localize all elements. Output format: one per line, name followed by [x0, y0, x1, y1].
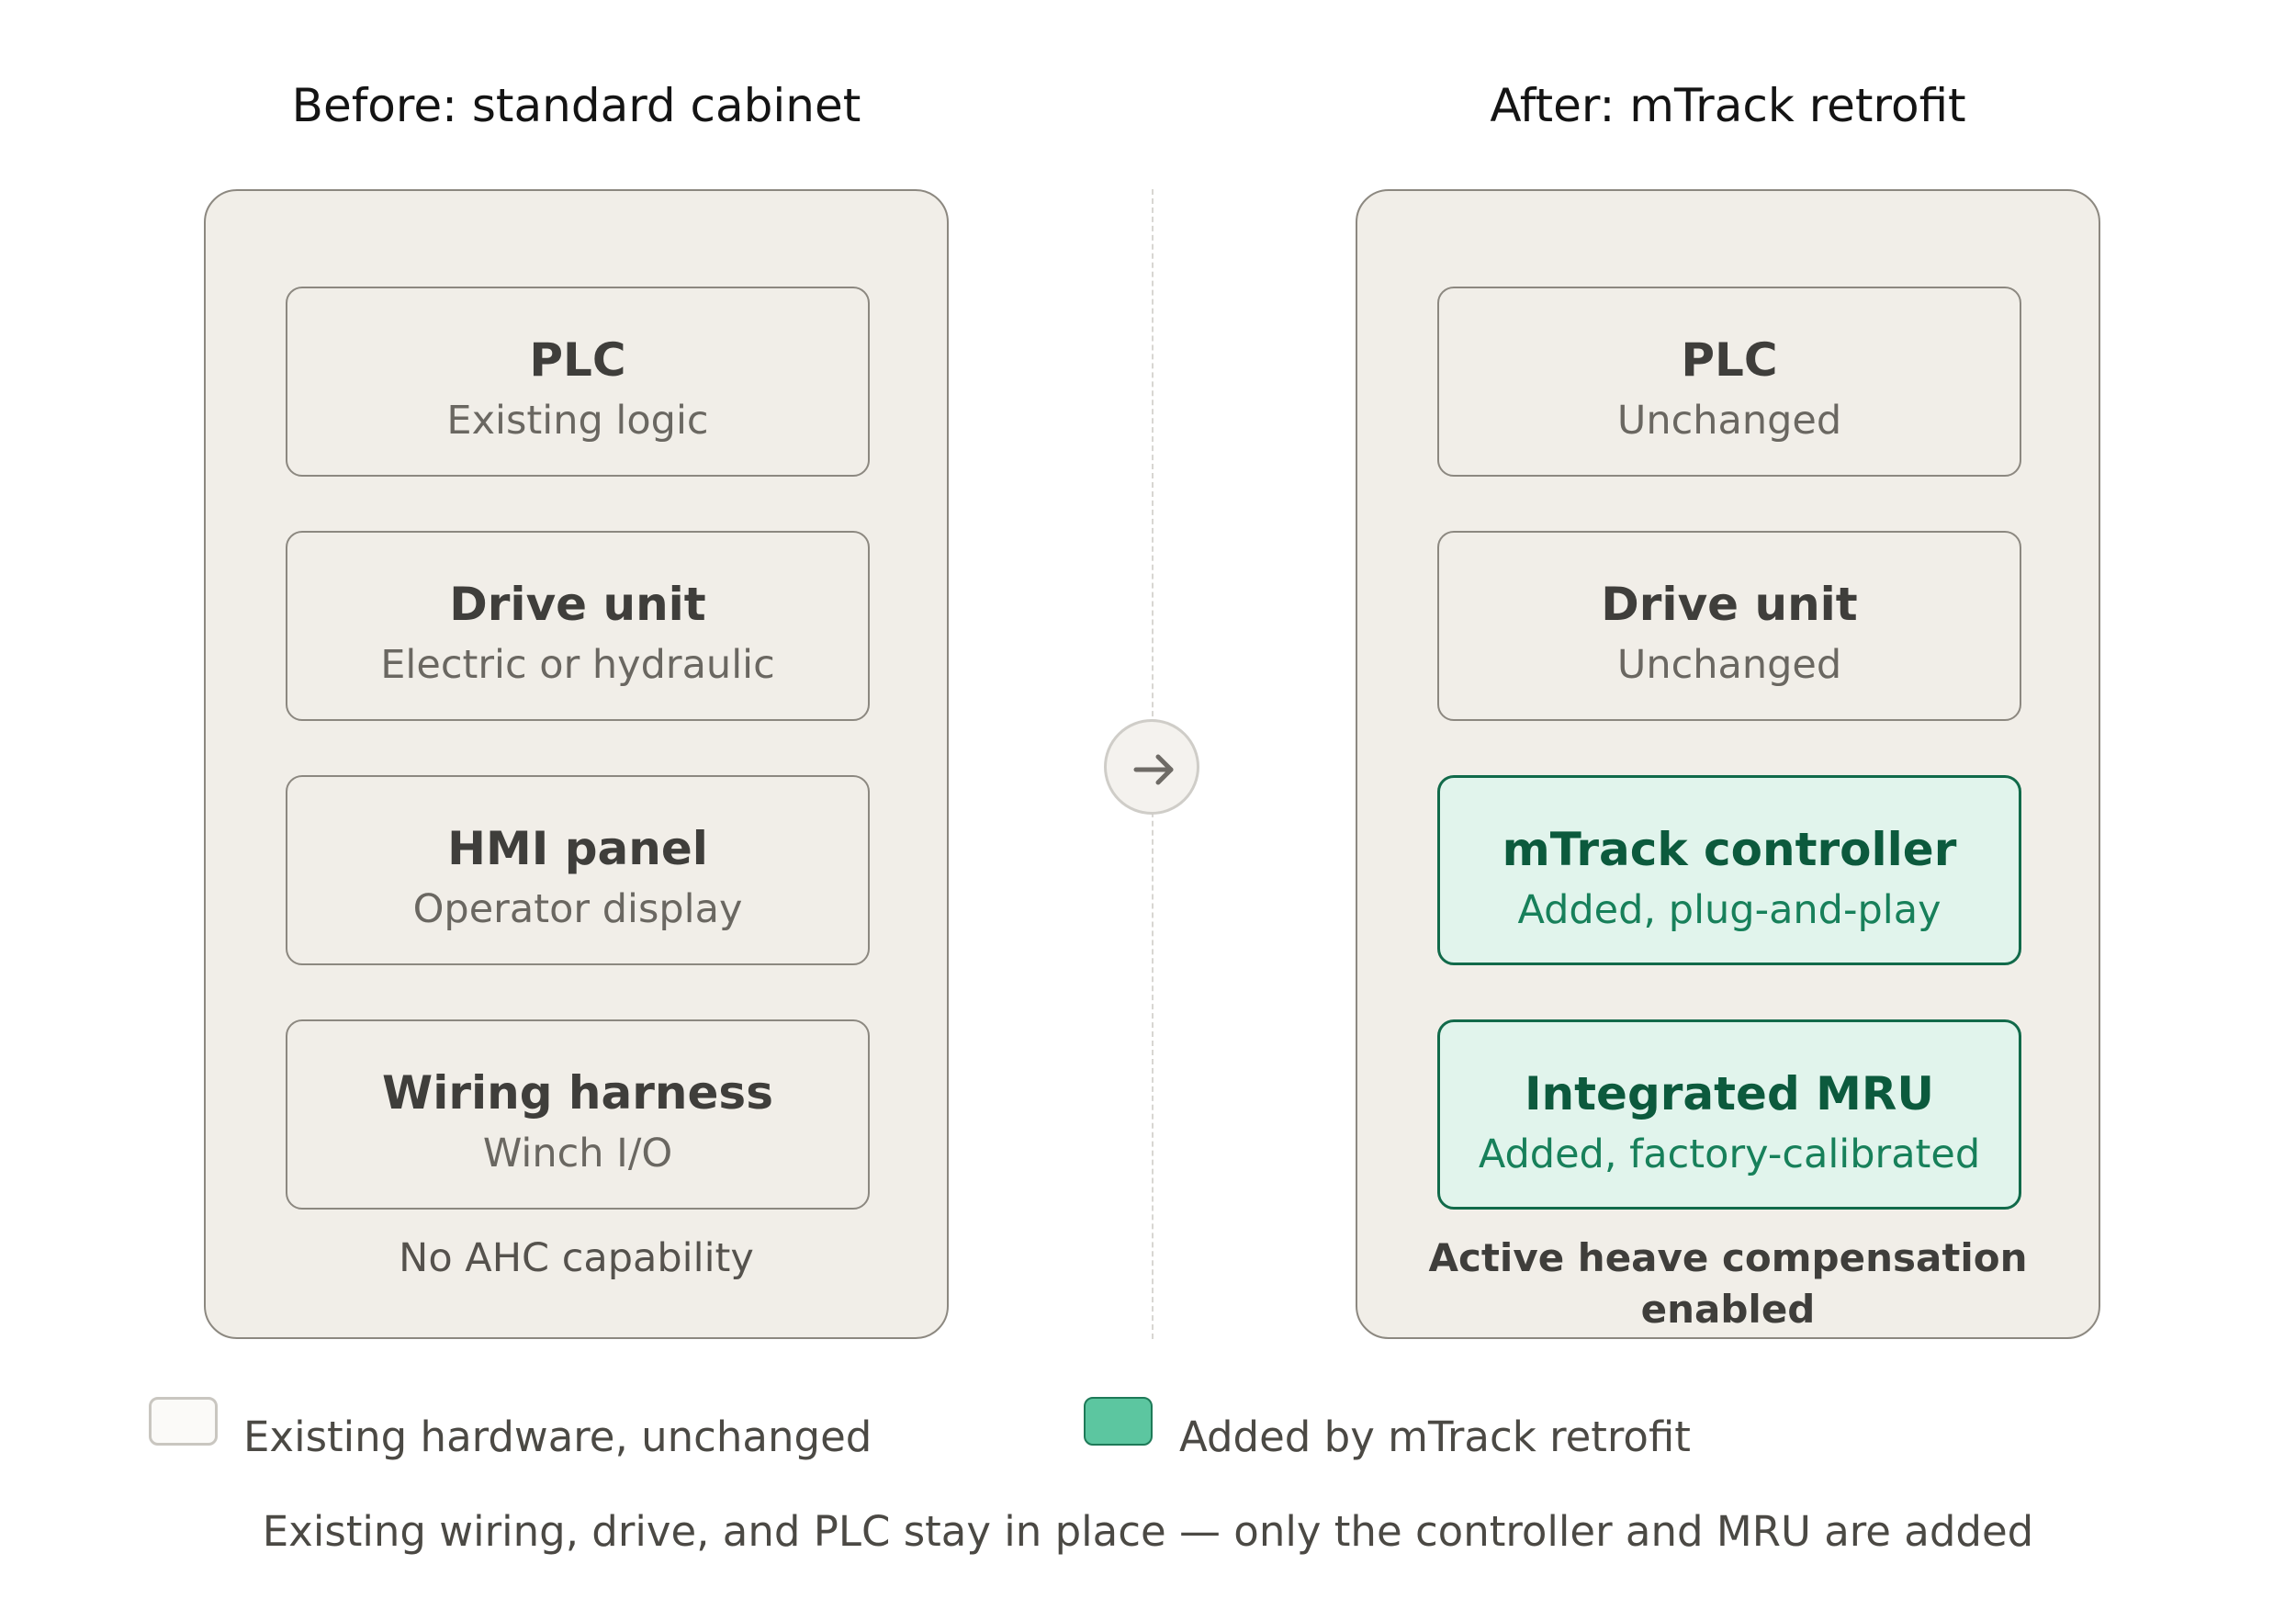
unit-desc: Added, factory-calibrated: [1478, 1131, 1981, 1177]
after-note: Active heave compensation enabled: [1428, 1235, 2028, 1332]
after-unit-plc: PLC Unchanged: [1437, 287, 2021, 477]
unit-desc: Unchanged: [1616, 642, 1842, 688]
legend-swatch-added: [1084, 1397, 1153, 1446]
unit-name: PLC: [529, 333, 626, 387]
before-title: Before: standard cabinet: [291, 79, 861, 132]
before-unit-plc: PLC Existing logic: [286, 287, 870, 477]
legend-label-added: Added by mTrack retrofit: [1179, 1413, 1691, 1461]
unit-desc: Operator display: [412, 886, 743, 932]
caption: Existing wiring, drive, and PLC stay in …: [262, 1507, 2034, 1556]
unit-name: PLC: [1681, 333, 1778, 387]
after-cabinet: PLC Unchanged Drive unit Unchanged mTrac…: [1356, 189, 2100, 1339]
unit-desc: Added, plug-and-play: [1517, 887, 1941, 933]
after-unit-drive: Drive unit Unchanged: [1437, 531, 2021, 721]
arrow-right-icon: [1133, 754, 1174, 785]
before-note: No AHC capability: [399, 1235, 754, 1281]
before-unit-drive: Drive unit Electric or hydraulic: [286, 531, 870, 721]
unit-name: Integrated MRU: [1524, 1067, 1935, 1120]
unit-name: Drive unit: [449, 578, 706, 631]
unit-name: mTrack controller: [1502, 823, 1957, 876]
unit-desc: Existing logic: [446, 398, 709, 444]
transition-arrow: [1104, 719, 1199, 815]
legend-label-existing: Existing hardware, unchanged: [243, 1413, 872, 1461]
unit-desc: Winch I/O: [482, 1131, 673, 1176]
unit-desc: Electric or hydraulic: [380, 642, 775, 688]
unit-name: Wiring harness: [382, 1066, 773, 1120]
unit-name: Drive unit: [1601, 578, 1858, 631]
legend-swatch-existing: [149, 1397, 218, 1446]
before-cabinet: PLC Existing logic Drive unit Electric o…: [204, 189, 949, 1339]
before-unit-wiring: Wiring harness Winch I/O: [286, 1019, 870, 1210]
after-unit-integrated-mru: Integrated MRU Added, factory-calibrated: [1437, 1019, 2021, 1210]
after-unit-mtrack-controller: mTrack controller Added, plug-and-play: [1437, 775, 2021, 965]
unit-name: HMI panel: [447, 822, 708, 875]
unit-desc: Unchanged: [1616, 398, 1842, 444]
before-unit-hmi: HMI panel Operator display: [286, 775, 870, 965]
after-title: After: mTrack retrofit: [1490, 79, 1966, 132]
